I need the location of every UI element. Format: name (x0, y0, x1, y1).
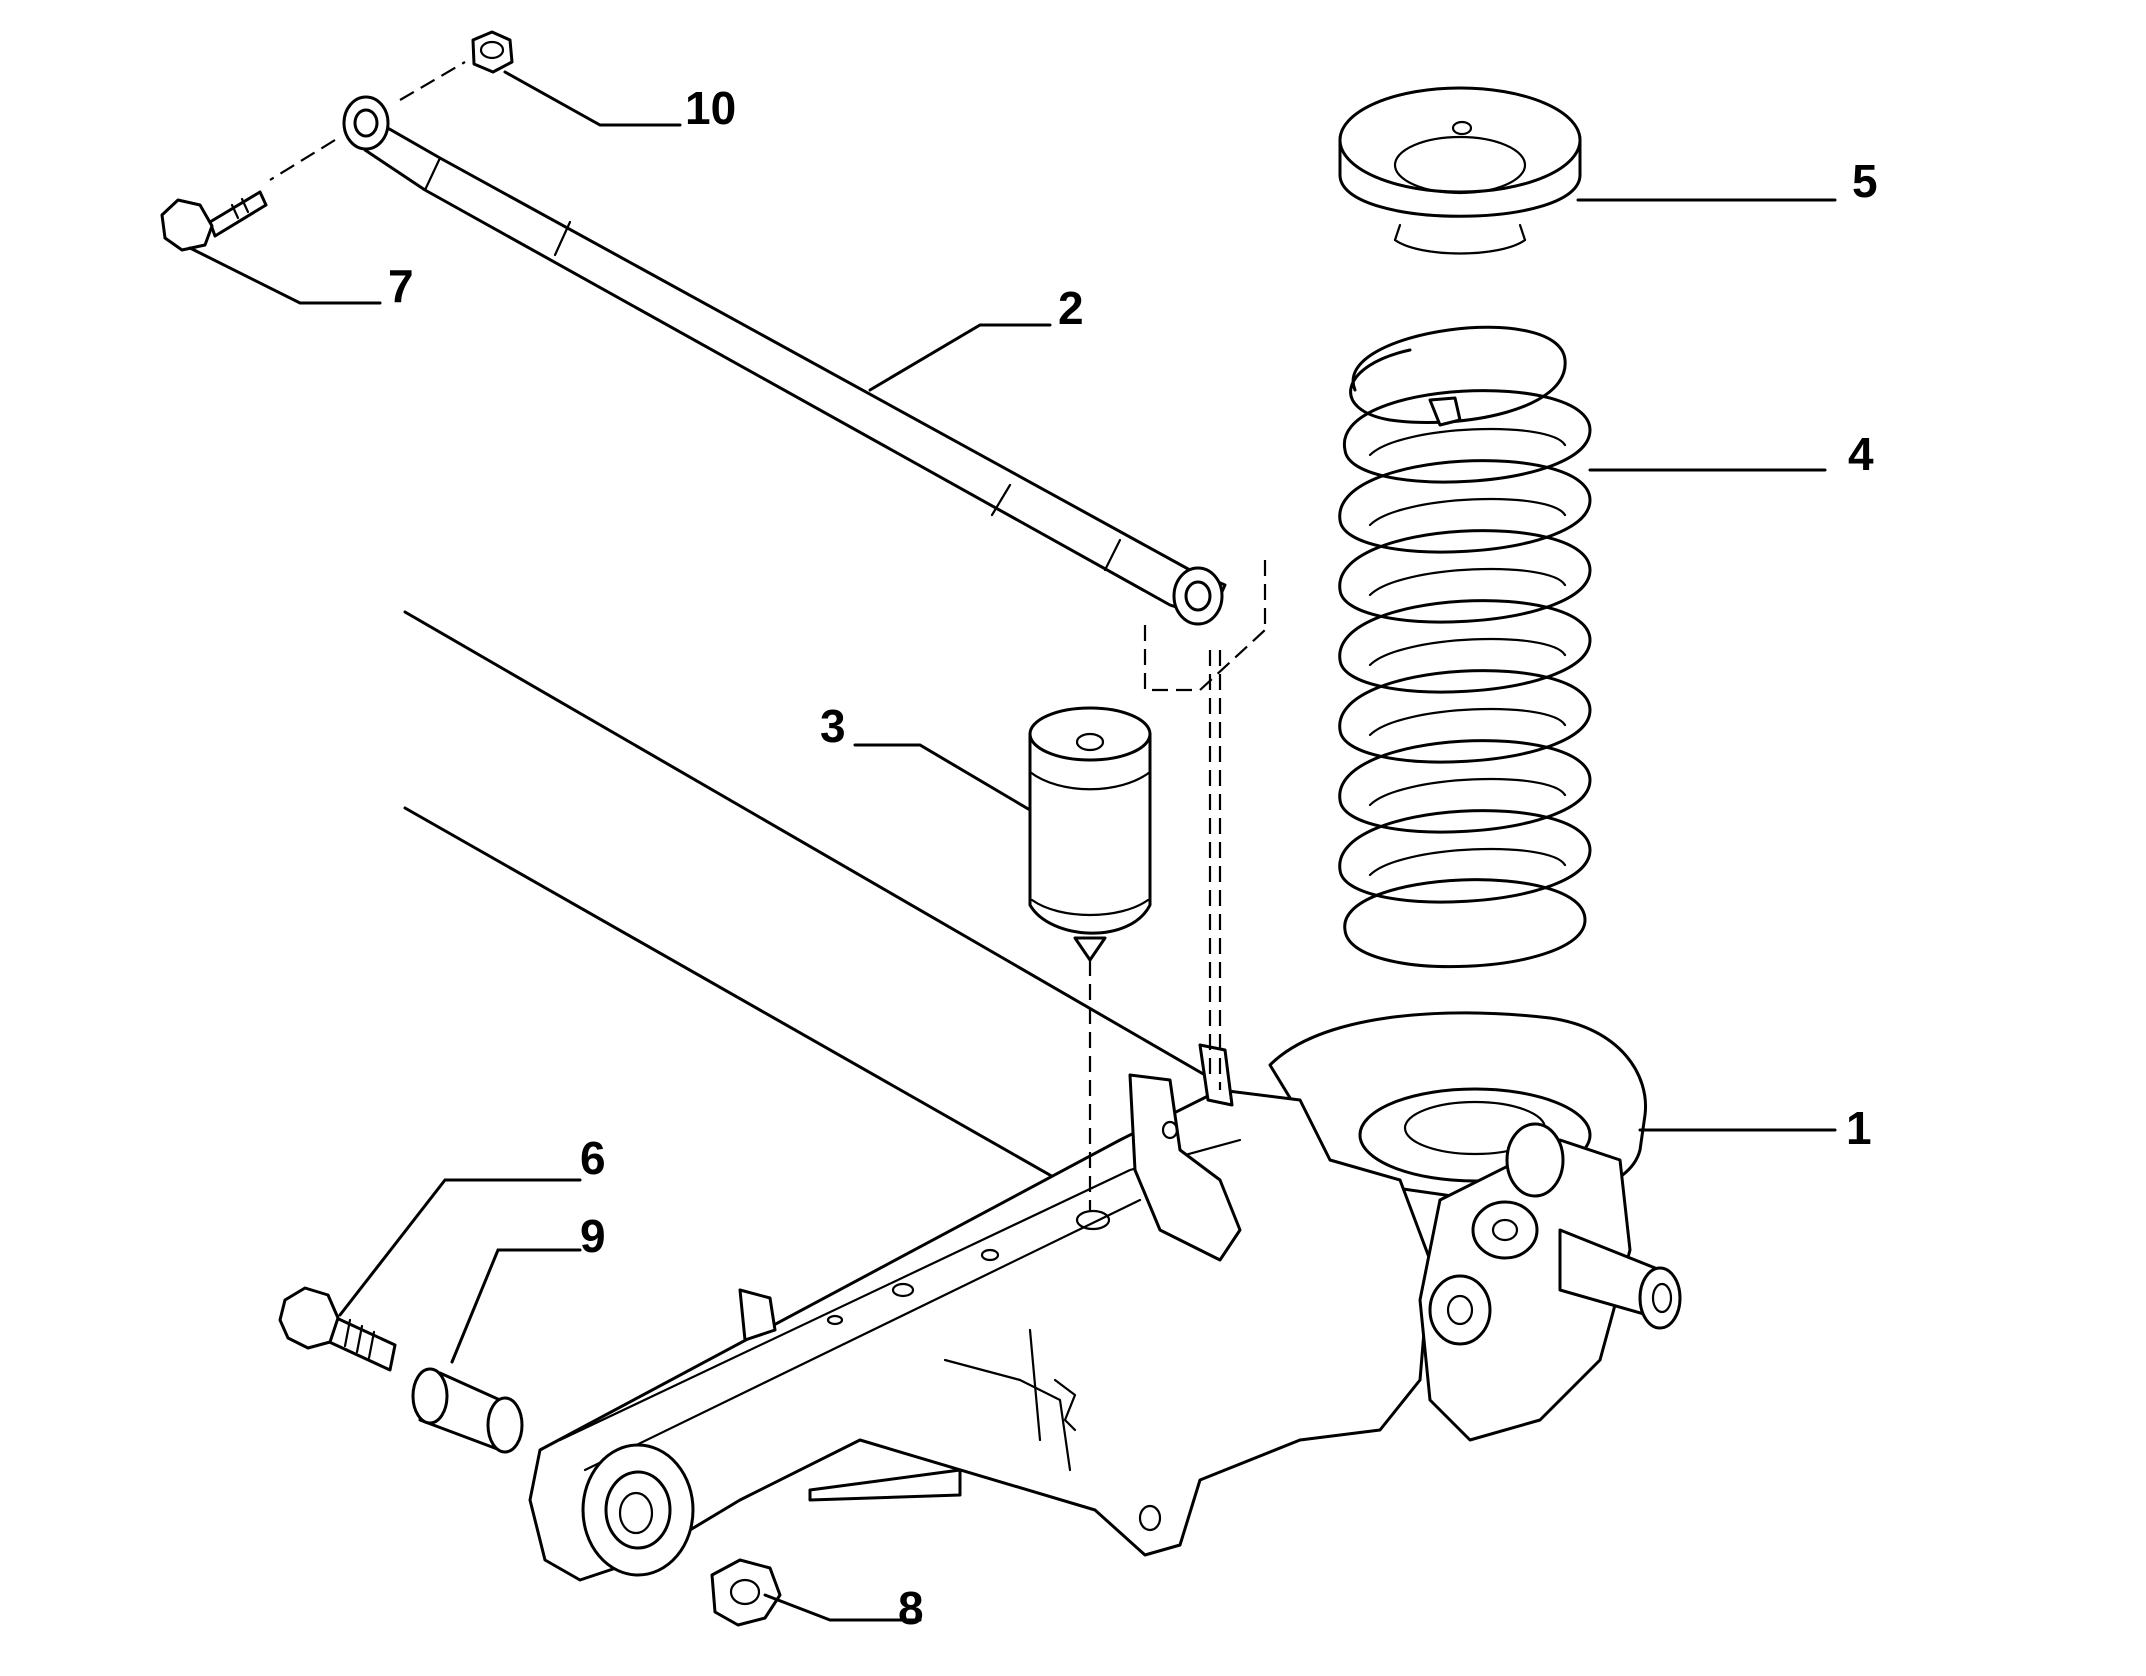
callout-labels: 1 2 3 4 5 6 7 8 9 10 (388, 82, 1878, 1634)
nut-10 (471, 30, 514, 74)
spring-seat (1338, 86, 1582, 255)
callout-3: 3 (820, 700, 846, 752)
callout-6: 6 (580, 1132, 606, 1184)
track-rod (342, 95, 1227, 626)
leader-lines (188, 70, 1837, 1622)
bolt-6 (278, 1286, 397, 1372)
callout-9: 9 (580, 1210, 606, 1262)
assembly-lines (269, 61, 1267, 1210)
callout-8: 8 (898, 1582, 924, 1634)
callout-10: 10 (685, 82, 736, 134)
callout-7: 7 (388, 260, 414, 312)
coil-spring (1338, 325, 1592, 969)
callout-4: 4 (1848, 428, 1874, 480)
bushing-sleeve-9 (411, 1367, 524, 1454)
bump-stop (1028, 706, 1152, 962)
callout-1: 1 (1846, 1102, 1872, 1154)
nut-8 (710, 1558, 782, 1627)
callout-2: 2 (1058, 282, 1084, 334)
axle-beam-lines (403, 610, 1207, 1197)
callout-5: 5 (1852, 155, 1878, 207)
trailing-arm-axle (528, 1011, 1682, 1582)
bolt-7 (160, 190, 268, 252)
